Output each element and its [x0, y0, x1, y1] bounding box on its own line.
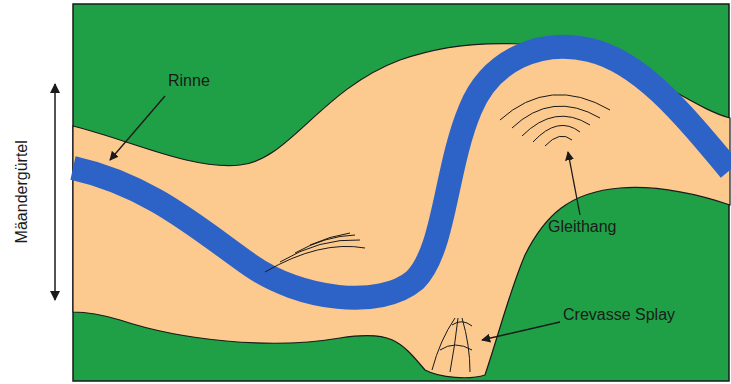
part-label: Gleithang — [548, 218, 617, 236]
river-channel — [73, 47, 730, 298]
leader-line — [568, 152, 580, 215]
crevasse-splay-fan — [432, 318, 472, 372]
belt-width-arrow — [54, 84, 56, 300]
meander-belt — [73, 44, 730, 378]
leader-line — [110, 96, 165, 160]
dimension-label: Mäandergürtel — [13, 140, 31, 243]
part-label: Crevasse Splay — [563, 306, 675, 324]
part-label: Rinne — [168, 72, 210, 90]
point-bar-scrolls — [265, 95, 610, 272]
leader-line — [482, 322, 560, 340]
floodplain — [73, 4, 729, 381]
